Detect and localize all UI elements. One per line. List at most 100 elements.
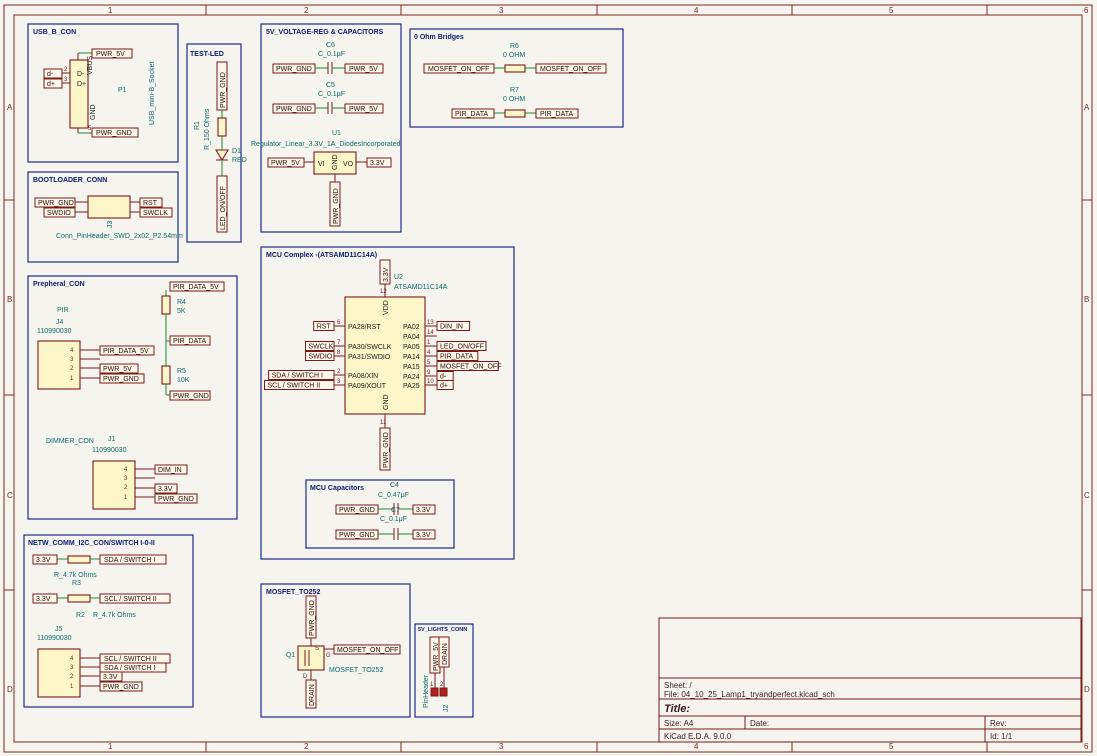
swd-header-j3[interactable] — [87, 195, 131, 219]
label-r3-sda[interactable]: SDA / SWITCH I — [99, 554, 167, 565]
label-j4-pwr5v[interactable]: PWR_5V — [99, 363, 139, 374]
label-c5-gnd[interactable]: PWR_GND — [272, 103, 316, 114]
mosfet-sheet[interactable]: MOSFET_TO252 PWR_GND Q1 MOSFET_TO252 S G… — [260, 583, 411, 718]
label-boot-gnd[interactable]: PWR_GND — [34, 197, 76, 208]
label-r2-scl[interactable]: SCL / SWITCH II — [99, 593, 171, 604]
label-mcu-left[interactable]: SWCLK — [305, 341, 335, 351]
label-q1-ctrl[interactable]: MOSFET_ON_OFF — [333, 644, 401, 655]
mcu-pin-name: PA02 — [403, 324, 420, 331]
label-usb-gnd[interactable]: PWR_GND — [91, 127, 139, 138]
col-marker-top: 3 — [499, 6, 504, 15]
label-j5-gnd[interactable]: PWR_GND — [99, 681, 143, 692]
label-q1-gnd[interactable]: PWR_GND — [305, 595, 317, 639]
label-u1-gnd[interactable]: PWR_GND — [329, 181, 341, 227]
svg-text:SDA / SWITCH I: SDA / SWITCH I — [104, 557, 155, 564]
mcucap-sheet[interactable]: MCU Capacitors C4 C_0.47μF PWR_GND 3.3V … — [305, 479, 455, 549]
label-c7-gnd[interactable]: PWR_GND — [335, 529, 379, 540]
label-mcu-left[interactable]: RST — [313, 321, 335, 331]
connector-j5[interactable] — [37, 648, 81, 698]
mcu-pin-number: 7 — [337, 340, 341, 346]
label-c6-gnd[interactable]: PWR_GND — [272, 63, 316, 74]
label-j5-scl[interactable]: SCL / SWITCH II — [99, 653, 171, 664]
label-j4-gnd[interactable]: PWR_GND — [99, 373, 145, 384]
label-usb-dm[interactable]: d- — [43, 68, 63, 79]
label-r6-right[interactable]: MOSFET_ON_OFF — [535, 63, 607, 74]
label-led-gnd[interactable]: PWR_GND — [216, 61, 228, 111]
label-mcu-left[interactable]: SCL / SWITCH II — [264, 380, 335, 390]
label-j1-gnd[interactable]: PWR_GND — [154, 493, 198, 504]
mcu-pin-name: PA14 — [403, 354, 420, 361]
resistor-r7[interactable] — [504, 109, 526, 118]
label-u1-33v[interactable]: 3.3V — [366, 157, 392, 168]
vreg-sheet[interactable]: 5V_VOLTAGE-REG & CAPACITORS C6 C_0.1μF P… — [251, 23, 402, 233]
label-periph-pirdata[interactable]: PIR_DATA — [169, 335, 211, 346]
boot-sheet[interactable]: BOOTLOADER_CONN PWR_GND SWDIO RST SWCLK … — [27, 171, 183, 263]
resistor-r1[interactable] — [217, 117, 227, 137]
connector-j4[interactable] — [37, 340, 81, 390]
label-c4-gnd[interactable]: PWR_GND — [335, 504, 379, 515]
label-r5-gnd[interactable]: PWR_GND — [169, 390, 211, 401]
label-r3-33v[interactable]: 3.3V — [32, 554, 58, 565]
led-d1[interactable] — [215, 149, 229, 162]
label-mcu-gnd[interactable]: PWR_GND — [379, 427, 391, 471]
label-j1-33v[interactable]: 3.3V — [154, 483, 178, 494]
mcu-sheet[interactable]: MCU Complex -(ATSAMD11C14A) 3.3V U2 ATSA… — [260, 246, 515, 560]
label-boot-rst[interactable]: RST — [139, 197, 163, 208]
label-mcu-right[interactable]: PIR_DATA — [436, 351, 479, 361]
label-j1-dimin[interactable]: DIM_IN — [154, 464, 188, 475]
j2-pin-2[interactable] — [439, 687, 448, 697]
mosfet-q1[interactable] — [297, 645, 325, 671]
label-q1-drain[interactable]: DRAIN — [305, 679, 317, 709]
label-boot-swdio[interactable]: SWDIO — [43, 207, 76, 218]
mcu-pin-number: 10 — [427, 379, 434, 385]
label-led-ctrl[interactable]: LED_ON/OFF — [216, 175, 228, 233]
u1-pin-vo: VO — [343, 161, 354, 168]
mcu-pin-name: PA25 — [403, 383, 420, 390]
label-r7-right[interactable]: PIR_DATA — [535, 108, 579, 119]
label-mcu-33v[interactable]: 3.3V — [379, 259, 391, 285]
resistor-r5[interactable] — [161, 365, 171, 385]
usb-sheet[interactable]: USB_B_CON VBUS D- D+ GND P1 USB_mini-B_S… — [27, 23, 179, 163]
label-c5-5v[interactable]: PWR_5V — [344, 103, 384, 114]
resistor-r4[interactable] — [161, 295, 171, 315]
label-r7-left[interactable]: PIR_DATA — [451, 108, 495, 119]
label-usb-dp[interactable]: d+ — [43, 78, 63, 89]
r4-value: 5K — [177, 308, 186, 315]
label-r6-left[interactable]: MOSFET_ON_OFF — [423, 63, 495, 74]
j2-pin-1[interactable] — [430, 687, 439, 697]
label-mcu-right[interactable]: d- — [436, 371, 454, 381]
label-mcu-left[interactable]: SWDIO — [305, 351, 335, 361]
label-usb-pwr5v[interactable]: PWR_5V — [91, 48, 133, 59]
mcu-pin-name: PA08/XIN — [348, 373, 378, 380]
label-mcu-left[interactable]: SDA / SWITCH I — [268, 370, 335, 380]
col-marker-bottom: 1 — [108, 742, 113, 751]
label-j4-pir5v[interactable]: PIR_DATA_5V — [99, 345, 155, 356]
label-mcu-right[interactable]: d+ — [436, 380, 454, 390]
label-mcu-right[interactable]: DIN_IN — [436, 321, 471, 331]
netw-sheet[interactable]: NETW_COMM_I2C_CON/SWITCH I-0-II 3.3V SDA… — [23, 534, 194, 708]
label-boot-swclk[interactable]: SWCLK — [139, 207, 173, 218]
label-r2-33v[interactable]: 3.3V — [32, 593, 58, 604]
label-c4-33v[interactable]: 3.3V — [412, 504, 436, 515]
svg-text:PWR_GND: PWR_GND — [103, 376, 139, 383]
label-j5-sda[interactable]: SDA / SWITCH I — [99, 662, 167, 673]
mcu-pin-name: PA28/RST — [348, 324, 381, 331]
resistor-r2[interactable] — [67, 594, 91, 603]
label-j2-drain[interactable]: DRAIN — [438, 636, 450, 668]
label-mcu-right[interactable]: LED_ON/OFF — [436, 341, 487, 351]
usb-connector-body[interactable] — [69, 59, 89, 129]
label-u1-5v[interactable]: PWR_5V — [267, 157, 305, 168]
resistor-r6[interactable] — [504, 64, 526, 73]
label-r4-pir5v[interactable]: PIR_DATA_5V — [169, 281, 225, 292]
bridges-sheet[interactable]: 0 Ohm Bridges R6 0 OHM MOSFET_ON_OFF MOS… — [409, 28, 624, 128]
label-c7-33v[interactable]: 3.3V — [412, 529, 436, 540]
label-j5-33v[interactable]: 3.3V — [99, 671, 123, 682]
label-mcu-right[interactable]: MOSFET_ON_OFF — [436, 361, 501, 371]
connector-j1[interactable] — [92, 460, 136, 510]
label-c6-5v[interactable]: PWR_5V — [344, 63, 384, 74]
svg-text:PWR_GND: PWR_GND — [103, 684, 139, 691]
resistor-r3[interactable] — [67, 555, 91, 564]
testled-sheet[interactable]: TEST-LED PWR_GND R1 R_150 Ohms D1 RED LE… — [186, 43, 247, 243]
